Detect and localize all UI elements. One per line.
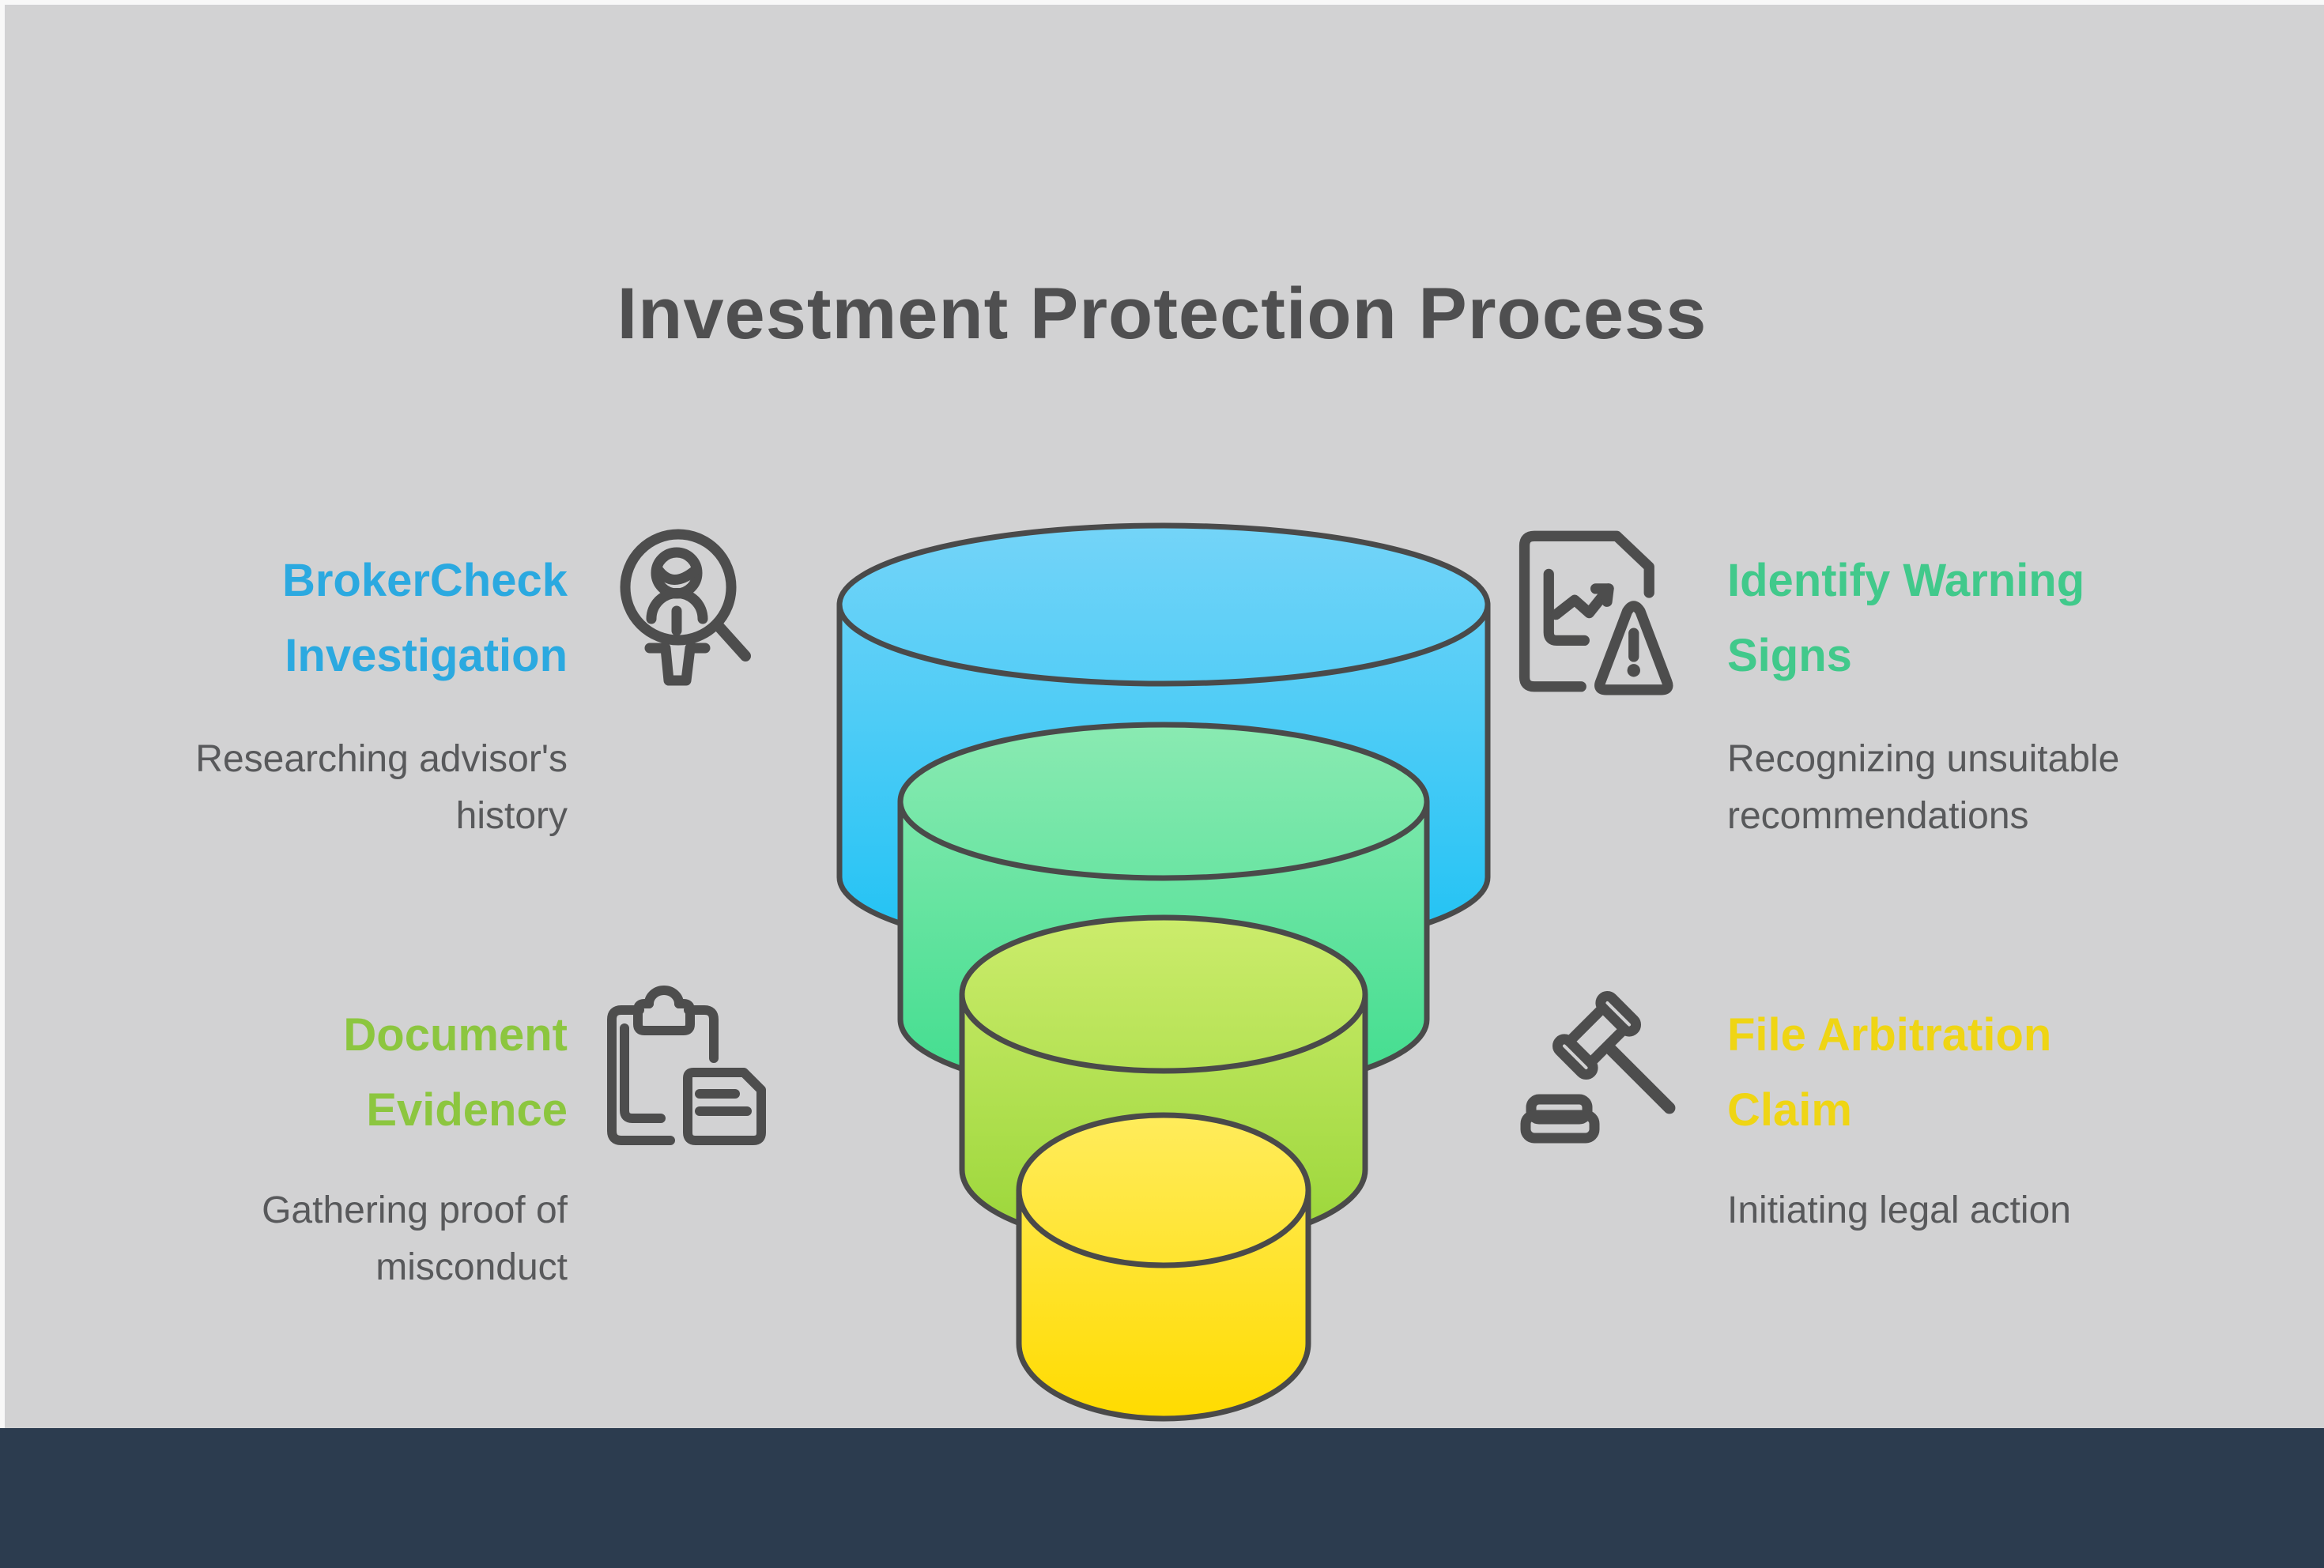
step-title-line: Claim [1727,1084,1852,1136]
step-description-file-arbitration-claim: Initiating legal action [1727,1182,2071,1239]
step-title-line: Investigation [285,630,568,681]
step-description-line: Researching advisor's [195,738,568,780]
step-description-line: history [455,795,568,837]
step-title-line: Signs [1727,630,1852,681]
page-title: Investment Protection Process [617,273,1707,354]
document-chart-warning-icon [1519,530,1673,695]
funnel-tier-1-blue-rim [836,604,1491,687]
step-title-line: File Arbitration [1727,1009,2052,1061]
step-title-line: Evidence [366,1084,568,1136]
step-description-document-evidence: Gathering proof of misconduct [262,1182,568,1296]
step-description-brokercheck-investigation: Researching advisor's history [195,731,568,845]
step-description-line: misconduct [375,1246,568,1288]
funnel-tier-2-green-rim [897,801,1430,881]
step-title-document-evidence: Document Evidence [343,997,568,1148]
page-edge-left [0,0,5,1428]
step-description-identify-warning-signs: Recognizing unsuitable recommendations [1727,731,2119,845]
clipboard-document-icon [607,986,766,1145]
page-edge-top [0,0,2324,5]
step-title-line: Document [343,1009,568,1061]
funnel-diagram [836,522,1491,1422]
step-description-line: Initiating legal action [1727,1189,2071,1231]
step-title-file-arbitration-claim: File Arbitration Claim [1727,997,2051,1148]
funnel-tier-4-yellow-rim [1016,1189,1311,1268]
step-description-line: Recognizing unsuitable [1727,738,2120,780]
step-title-line: Identify Warning [1727,555,2085,606]
footer-bar [0,1428,2324,1568]
step-title-line: BrokerCheck [281,555,568,606]
funnel-tier-3-lime-rim [959,993,1368,1074]
step-description-line: Gathering proof of [262,1189,568,1231]
step-title-identify-warning-signs: Identify Warning Signs [1727,543,2084,693]
step-title-brokercheck-investigation: BrokerCheck Investigation [282,543,568,693]
person-search-icon [620,529,751,686]
gavel-icon [1520,990,1676,1144]
step-description-line: recommendations [1727,795,2029,837]
